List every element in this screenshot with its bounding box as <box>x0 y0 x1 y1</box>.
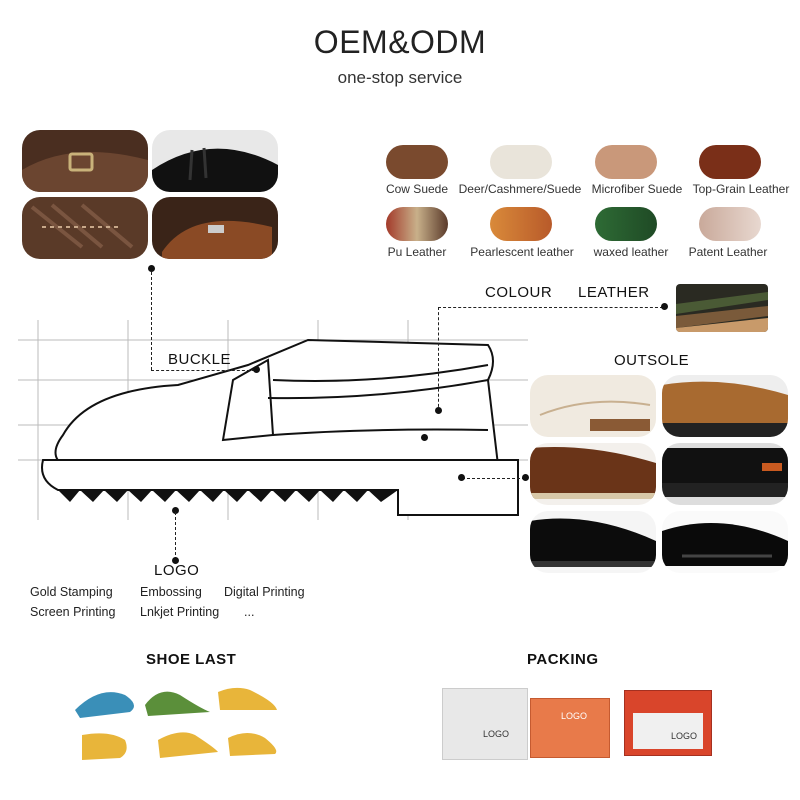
buckle-photo-suede-monk <box>22 130 148 192</box>
page-subtitle: one-stop service <box>337 68 463 87</box>
box-logo-text: LOGO <box>561 711 588 721</box>
swatch-top-grain-leather <box>699 145 761 179</box>
leather-connector-line <box>438 307 663 308</box>
material-label: Patent Leather <box>688 245 768 259</box>
swatch-pu-leather <box>386 207 448 241</box>
outsole-connector-dot <box>522 474 529 481</box>
logo-connector-dot <box>172 557 179 564</box>
colour-label: COLOUR <box>485 284 553 301</box>
buckle-target-dot <box>253 366 260 373</box>
leather-stack-photo <box>676 284 768 332</box>
buckle-photo-brown-loafer <box>152 197 278 259</box>
outsole-photo-2 <box>662 375 788 437</box>
material-label: waxed leather <box>593 245 669 259</box>
swatch-waxed-leather <box>595 207 657 241</box>
logo-connector-line <box>175 512 176 560</box>
box-logo-text: LOGO <box>671 731 698 741</box>
material-label: Pu Leather <box>387 245 447 259</box>
leather-connector-line <box>438 307 439 412</box>
packing-box-white: LOGO <box>442 688 528 760</box>
packing-label: PACKING <box>527 651 599 668</box>
logo-option: Screen Printing <box>30 605 116 619</box>
outsole-photo-4 <box>662 443 788 505</box>
leather-label: LEATHER <box>578 284 650 301</box>
outsole-label: OUTSOLE <box>614 352 690 369</box>
packing-box-orange: LOGO <box>530 698 610 758</box>
leather-connector-dot <box>661 303 668 310</box>
material-label: Deer/Cashmere/Suede <box>458 182 582 196</box>
outsole-connector-line <box>462 478 525 479</box>
shoe-sketch <box>18 320 528 520</box>
box-inner <box>633 713 703 749</box>
leather-target-dot <box>421 434 428 441</box>
swatch-patent-leather <box>699 207 761 241</box>
buckle-connector-dot <box>148 265 155 272</box>
logo-option: Digital Printing <box>224 585 305 599</box>
box-logo-text: LOGO <box>483 729 510 739</box>
outsole-photo-5 <box>530 511 656 573</box>
swatch-cow-suede <box>386 145 448 179</box>
logo-option: Gold Stamping <box>30 585 113 599</box>
logo-option: ... <box>244 605 255 619</box>
packing-box-red: LOGO <box>624 690 712 756</box>
shoe-last-label: SHOE LAST <box>146 651 237 668</box>
outsole-photo-6 <box>662 511 788 573</box>
material-label: Pearlescent leather <box>470 245 574 259</box>
buckle-connector-line <box>151 370 255 371</box>
logo-label: LOGO <box>154 562 200 579</box>
swatch-microfiber-suede <box>595 145 657 179</box>
buckle-label: BUCKLE <box>168 351 232 368</box>
shoe-last-images <box>75 687 277 760</box>
logo-option: Embossing <box>140 585 202 599</box>
swatch-pearlescent-leather <box>490 207 552 241</box>
logo-target-dot <box>172 507 179 514</box>
outsole-photo-1 <box>530 375 656 437</box>
outsole-target-dot <box>458 474 465 481</box>
page-title: OEM&ODM <box>313 24 487 60</box>
material-label: Microfiber Suede <box>591 182 683 196</box>
buckle-photo-tassel-loafer <box>152 130 278 192</box>
material-label: Cow Suede <box>385 182 449 196</box>
leather-target-dot <box>435 407 442 414</box>
material-label: Top-Grain Leather <box>692 182 790 196</box>
buckle-photo-lace-suede <box>22 197 148 259</box>
swatch-deer-cashmere-suede <box>490 145 552 179</box>
logo-option: Lnkjet Printing <box>140 605 220 619</box>
outsole-photo-3 <box>530 443 656 505</box>
buckle-connector-line <box>151 272 152 370</box>
